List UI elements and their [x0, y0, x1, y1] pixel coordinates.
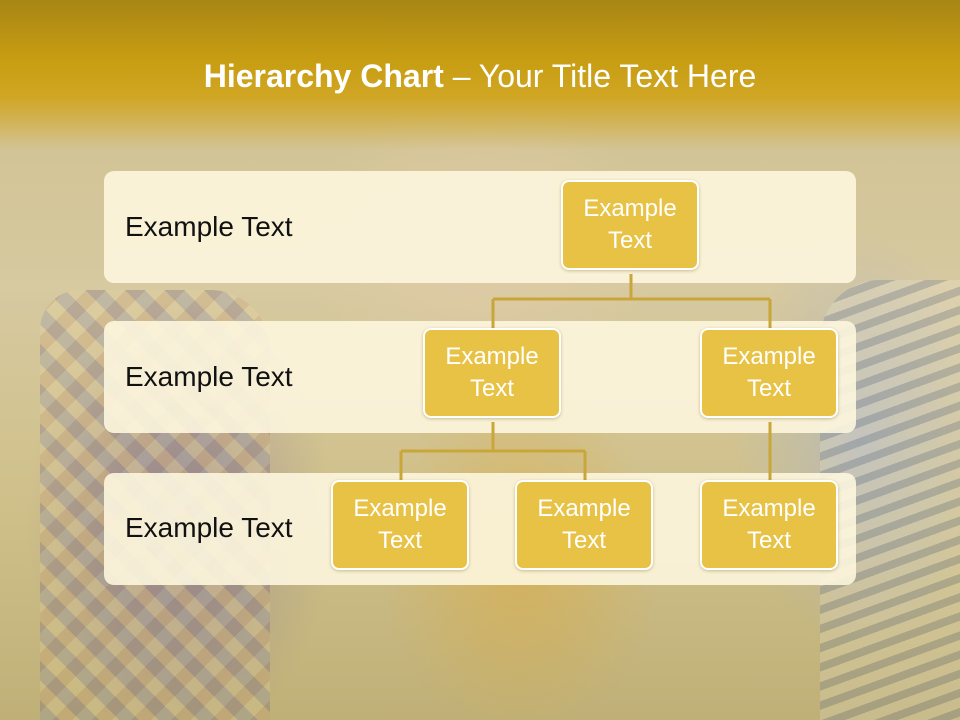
- level-label-3: Example Text: [125, 512, 293, 543]
- node-level2-right[interactable]: Example Text: [700, 328, 838, 418]
- node-level3-a[interactable]: Example Text: [331, 480, 469, 570]
- title-rest: – Your Title Text Here: [443, 58, 757, 94]
- slide-title: Hierarchy Chart – Your Title Text Here: [0, 58, 960, 95]
- title-bar: [0, 0, 960, 150]
- node-level3-b[interactable]: Example Text: [515, 480, 653, 570]
- level-band-1: [104, 171, 856, 283]
- level-label-2: Example Text: [125, 361, 293, 392]
- node-root[interactable]: Example Text: [561, 180, 699, 270]
- title-bold: Hierarchy Chart: [203, 58, 444, 94]
- node-level2-left[interactable]: Example Text: [423, 328, 561, 418]
- node-level3-c[interactable]: Example Text: [700, 480, 838, 570]
- level-label-1: Example Text: [125, 211, 293, 242]
